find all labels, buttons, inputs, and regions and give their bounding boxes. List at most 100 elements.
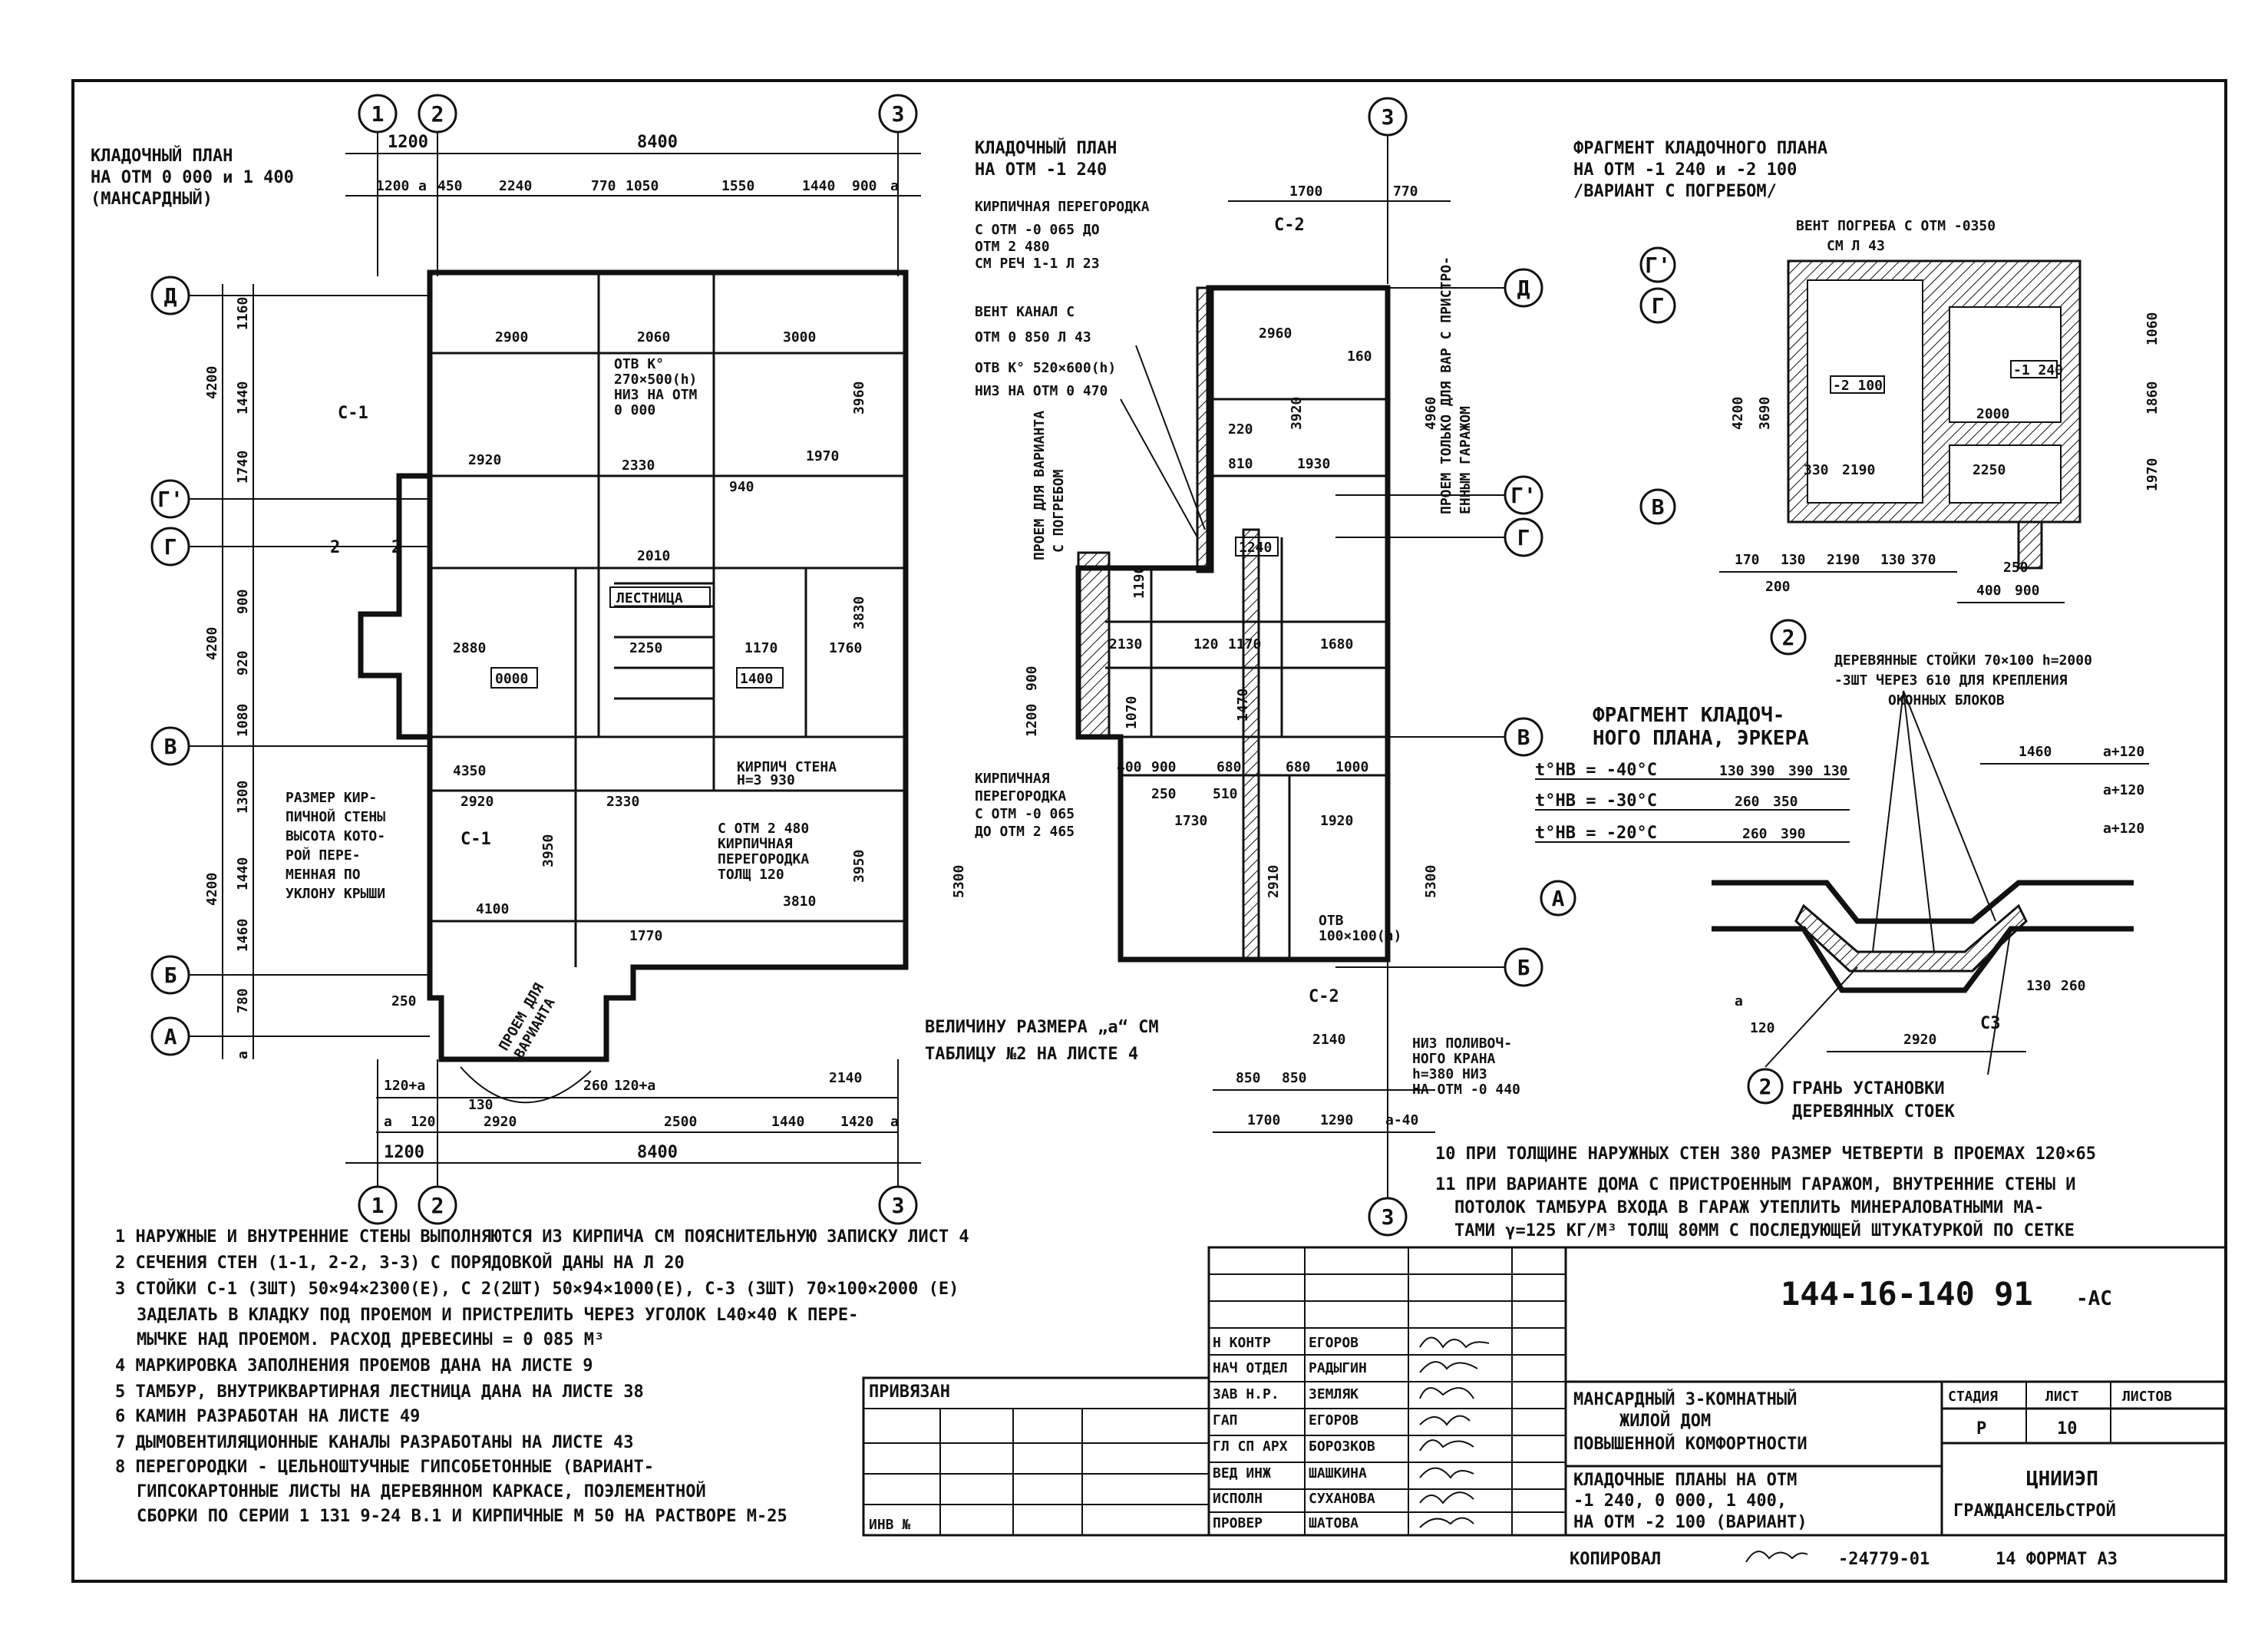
- svg-text:7 ДЫМОВЕНТИЛЯЦИОННЫЕ КАНАЛЫ РА: 7 ДЫМОВЕНТИЛЯЦИОННЫЕ КАНАЛЫ РАЗРАБОТАНЫ …: [115, 1433, 634, 1452]
- axis-B-p2: Б: [1504, 947, 1543, 987]
- svg-text:НАЧ ОТДЕЛ: НАЧ ОТДЕЛ: [1213, 1360, 1288, 1376]
- svg-text:2900: 2900: [495, 329, 528, 345]
- svg-text:2: 2: [431, 1193, 444, 1218]
- svg-text:1930: 1930: [1297, 456, 1330, 472]
- svg-text:1170: 1170: [1228, 636, 1261, 652]
- plan1-room-dims: 2900 2060 3000 2920 2330 940 1970 2880 2…: [453, 329, 867, 944]
- svg-text:2920: 2920: [461, 794, 494, 810]
- svg-text:3: 3: [1382, 104, 1395, 130]
- post-c1-label: С-1: [338, 404, 368, 423]
- svg-text:2250: 2250: [1973, 462, 2006, 478]
- svg-text:3: 3: [892, 1193, 905, 1218]
- svg-text:4200: 4200: [204, 873, 220, 906]
- svg-text:6 КАМИН РАЗРАБОТАН НА ЛИСТЕ 49: 6 КАМИН РАЗРАБОТАН НА ЛИСТЕ 49: [115, 1407, 420, 1426]
- svg-text:С ОТМ 2 480: С ОТМ 2 480: [718, 821, 809, 837]
- svg-text:1460: 1460: [235, 919, 251, 952]
- svg-text:130: 130: [1781, 552, 1806, 568]
- svg-text:ОТВ К°: ОТВ К°: [614, 356, 664, 372]
- svg-text:a-40: a-40: [1385, 1112, 1418, 1128]
- axis-1-bottom: 1: [358, 1185, 398, 1225]
- svg-text:1920: 1920: [1320, 813, 1353, 829]
- svg-text:a+120: a+120: [2103, 744, 2144, 760]
- svg-text:5300: 5300: [1423, 865, 1439, 898]
- svg-text:ПРОЕМ ДЛЯ ВАРИАНТА: ПРОЕМ ДЛЯ ВАРИАНТА: [1032, 411, 1048, 560]
- svg-text:Д: Д: [164, 283, 177, 309]
- level-box-1400: 1400: [740, 671, 773, 687]
- svg-text:1700: 1700: [1247, 1112, 1280, 1128]
- svg-text:Б: Б: [164, 963, 177, 988]
- svg-text:510: 510: [1213, 786, 1238, 802]
- svg-text:2190: 2190: [1827, 552, 1860, 568]
- p3-dims: 4200 3690 1060 1860 1970 2000 2250 330 2…: [1730, 312, 2161, 599]
- svg-text:2000: 2000: [1976, 406, 2009, 422]
- svg-text:3 СТОЙКИ С-1 (3ШТ) 50×94×2300: 3 СТОЙКИ С-1 (3ШТ) 50×94×2300(Е), С 2(2Ш…: [115, 1279, 959, 1299]
- svg-text:4200: 4200: [1730, 397, 1746, 430]
- plan4-title-2: НОГО ПЛАНА, ЭРКЕРА: [1593, 727, 1809, 750]
- svg-text:450: 450: [437, 178, 463, 194]
- svg-text:ДЕРЕВЯННЫХ СТОЕК: ДЕРЕВЯННЫХ СТОЕК: [1792, 1102, 1956, 1121]
- svg-text:260: 260: [583, 1078, 609, 1094]
- svg-text:900: 900: [2015, 583, 2040, 599]
- axis-A-left: А: [150, 1016, 190, 1056]
- svg-text:ЛИСТ: ЛИСТ: [2045, 1389, 2079, 1405]
- axis-2-p3: 2: [1770, 619, 1807, 656]
- svg-text:1440: 1440: [771, 1114, 804, 1130]
- posts-note: ДЕРЕВЯННЫЕ СТОЙКИ 70×100 h=2000 -3ШТ ЧЕР…: [1834, 652, 2092, 708]
- svg-text:4960: 4960: [1423, 397, 1439, 430]
- svg-text:120: 120: [1193, 636, 1219, 652]
- svg-text:3920: 3920: [1289, 397, 1305, 430]
- svg-text:2010: 2010: [637, 548, 670, 564]
- svg-text:ТАБЛИЦУ №2 НА ЛИСТЕ 4: ТАБЛИЦУ №2 НА ЛИСТЕ 4: [925, 1045, 1138, 1064]
- svg-text:3960: 3960: [851, 382, 867, 415]
- p2-otv-note: ОТВ К° 520×600(h) НИЗ НА ОТМ 0 470: [975, 360, 1116, 399]
- section-2-label-r: 2: [391, 538, 401, 557]
- svg-text:t°НВ = -20°С: t°НВ = -20°С: [1535, 824, 1657, 843]
- svg-text:УКЛОНУ КРЫШИ: УКЛОНУ КРЫШИ: [286, 886, 385, 902]
- stair-label: ЛЕСТНИЦА: [616, 590, 683, 606]
- svg-text:Н КОНТР: Н КОНТР: [1213, 1335, 1271, 1351]
- svg-text:С ОТМ -0 065 ДО: С ОТМ -0 065 ДО: [975, 222, 1100, 238]
- svg-text:КИРПИЧНАЯ: КИРПИЧНАЯ: [718, 836, 793, 852]
- svg-text:120: 120: [1750, 1020, 1775, 1036]
- svg-text:Г': Г': [1645, 253, 1671, 278]
- svg-text:2: 2: [431, 101, 444, 127]
- dims-top-row2: 1200 a 450 2240 770 1050 1550 1440 900 a: [376, 178, 899, 194]
- plan4-title-1: ФРАГМЕНТ КЛАДОЧ-: [1593, 704, 1784, 727]
- svg-text:810: 810: [1228, 456, 1253, 472]
- svg-text:ЦНИИЭП: ЦНИИЭП: [2026, 1468, 2098, 1491]
- svg-text:ПЕРЕГОРОДКА: ПЕРЕГОРОДКА: [975, 788, 1066, 804]
- svg-text:260: 260: [2061, 978, 2086, 994]
- roles-list: Н КОНТР НАЧ ОТДЕЛ ЗАВ Н.Р. ГАП ГЛ СП АРХ…: [1213, 1335, 1288, 1531]
- svg-text:Г: Г: [1652, 293, 1665, 319]
- svg-text:НИЗ ПОЛИВОЧ-: НИЗ ПОЛИВОЧ-: [1412, 1036, 1512, 1052]
- svg-text:-1 240, 0 000, 1 400,: -1 240, 0 000, 1 400,: [1573, 1491, 1787, 1511]
- axis-3-p2-bottom: 3: [1368, 1197, 1408, 1237]
- svg-text:1440: 1440: [802, 178, 835, 194]
- svg-text:1200: 1200: [1024, 704, 1040, 737]
- svg-text:В: В: [164, 734, 177, 759]
- plan1-title-2: НА ОТМ 0 000 и 1 400: [91, 168, 294, 187]
- svg-text:МЫЧКЕ НАД ПРОЕМОМ. РАСХОД ДРЕ: МЫЧКЕ НАД ПРОЕМОМ. РАСХОД ДРЕВЕСИНЫ = 0 …: [137, 1330, 604, 1349]
- svg-text:370: 370: [1911, 552, 1936, 568]
- format-label: 14 ФОРМАТ А3: [1996, 1550, 2118, 1569]
- proem-variant-note: ПРОЕМ ДЛЯ ВАРИАНТА: [496, 980, 559, 1061]
- svg-text:t°НВ = -40°С: t°НВ = -40°С: [1535, 761, 1657, 780]
- svg-text:1440: 1440: [235, 382, 251, 415]
- svg-text:850: 850: [1282, 1070, 1307, 1086]
- svg-text:770: 770: [591, 178, 616, 194]
- svg-text:1550: 1550: [721, 178, 754, 194]
- svg-text:РАЗМЕР КИР-: РАЗМЕР КИР-: [286, 790, 377, 806]
- svg-text:НОГО КРАНА: НОГО КРАНА: [1412, 1051, 1496, 1067]
- plan1-title-3: (МАНСАРДНЫЙ): [91, 189, 213, 209]
- plan3-vent-2: СМ Л 43: [1827, 238, 1885, 254]
- svg-text:2 СЕЧЕНИЯ СТЕН (1-1, 2-2, 3-3): 2 СЕЧЕНИЯ СТЕН (1-1, 2-2, 3-3) С ПОРЯДОВ…: [115, 1253, 685, 1273]
- svg-text:3830: 3830: [851, 596, 867, 629]
- otv-note: ОТВ К° 270×500(h) НИЗ НА ОТМ 0 000: [614, 356, 698, 418]
- notes-left: 1 НАРУЖНЫЕ И ВНУТРЕННИЕ СТЕНЫ ВЫПОЛНЯЮТС…: [115, 1227, 969, 1526]
- temp-rows: t°НВ = -40°С t°НВ = -30°С t°НВ = -20°С 1…: [1535, 761, 1848, 843]
- svg-text:ОТМ 2 480: ОТМ 2 480: [975, 239, 1050, 255]
- svg-text:1: 1: [371, 101, 385, 127]
- svg-text:1 НАРУЖНЫЕ И ВНУТРЕННИЕ СТЕНЫ: 1 НАРУЖНЫЕ И ВНУТРЕННИЕ СТЕНЫ ВЫПОЛНЯЮТС…: [115, 1227, 969, 1247]
- axis-2-bottom: 2: [418, 1185, 457, 1225]
- svg-text:БОРОЗКОВ: БОРОЗКОВ: [1309, 1438, 1375, 1455]
